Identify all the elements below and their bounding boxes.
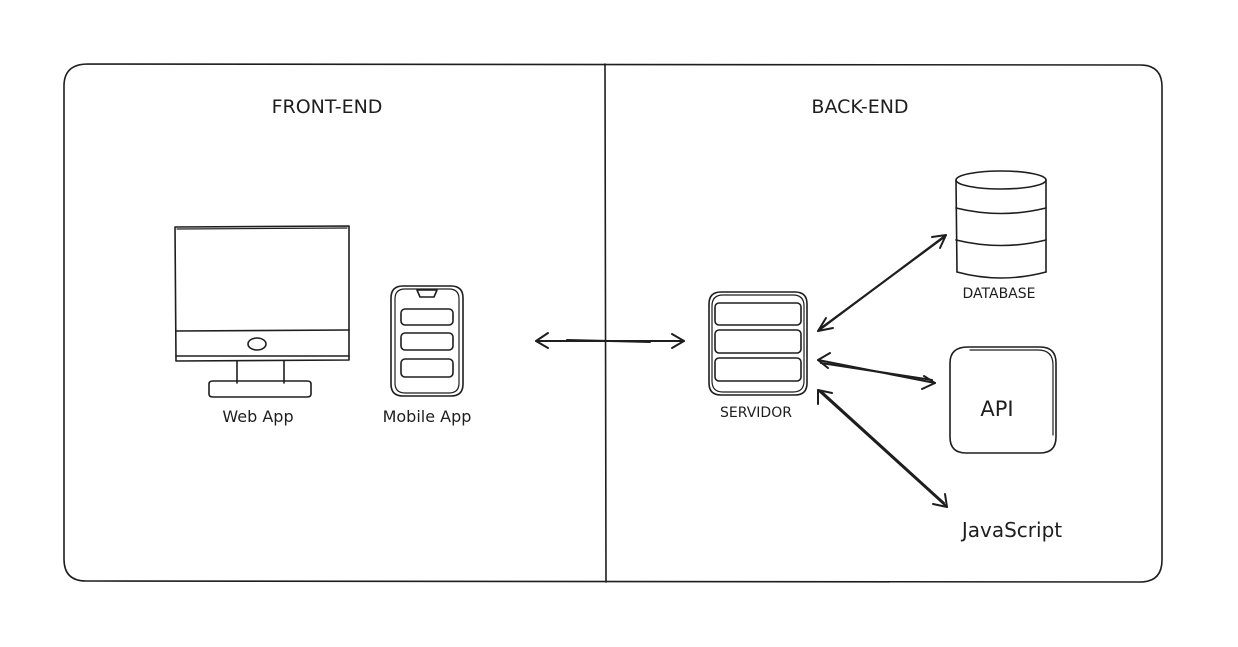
api-label: API [980, 397, 1013, 421]
server-icon [708, 291, 808, 396]
api-box [949, 346, 1057, 454]
section-divider [604, 63, 607, 583]
javascript-label: JavaScript [960, 518, 1062, 542]
web-app-label: Web App [222, 407, 293, 426]
server-label: SERVIDOR [720, 405, 792, 421]
server-database-arrow [817, 234, 947, 332]
backend-title: BACK-END [811, 96, 908, 118]
monitor-icon [174, 225, 350, 398]
database-label: DATABASE [963, 286, 1036, 302]
server-api-arrow [817, 352, 936, 390]
mobile-phone-icon [390, 285, 464, 397]
frontend-title: FRONT-END [272, 96, 383, 118]
database-icon [955, 170, 1047, 279]
mobile-app-label: Mobile App [383, 407, 472, 426]
frontend-server-arrow [535, 332, 685, 349]
server-javascript-arrow [817, 389, 948, 508]
diagram-frame [63, 63, 1163, 583]
